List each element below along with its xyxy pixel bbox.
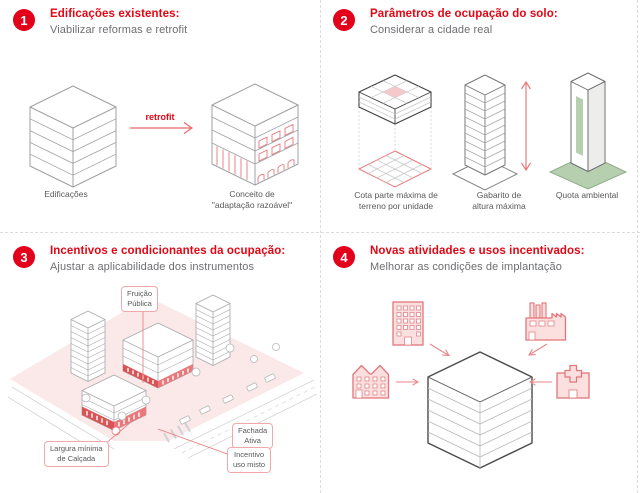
quadrant-2-subtitle: Considerar a cidade real (370, 24, 493, 36)
retrofit-red-details (216, 123, 295, 183)
height-limit-arrow (520, 80, 532, 172)
step-number: 3 (20, 249, 28, 265)
callout-largura-calcada: Largura mínima de Calçada (44, 441, 109, 468)
front-slab-building (81, 374, 147, 431)
caption-gabarito: Gabarito de altura máxima (472, 190, 526, 212)
quadrant-1-title: Edificações existentes: (50, 8, 180, 20)
step-3-badge: 3 (13, 246, 35, 268)
caption-edificacoes: Edificações (44, 189, 88, 199)
callout-incentivo-uso-misto: Incentivo uso misto (227, 447, 272, 474)
step-2-badge: 2 (333, 9, 355, 31)
caption-quota-ambiental: Quota ambiental (555, 190, 619, 200)
step-number: 1 (20, 12, 28, 28)
center-slab-building (122, 322, 194, 389)
retrofit-arrow (130, 122, 194, 134)
green-facade-panel (576, 96, 583, 156)
slab-tower (570, 72, 606, 173)
horizontal-divider (0, 232, 640, 233)
retrofit-arrow-label: retrofit (145, 112, 175, 122)
quadrant-3-subtitle: Ajustar a aplicabilidade dos instrumento… (50, 261, 255, 273)
caption-cota-parte: Cota parte máxima de terreno por unidade (354, 190, 438, 212)
industrial-shed-icon (352, 364, 390, 399)
tall-tower (464, 74, 506, 176)
step-4-badge: 4 (333, 246, 355, 268)
callout-fruicao-publica: Fruição Pública (121, 286, 159, 313)
cota-parte-illustration (357, 74, 433, 188)
tower-left (70, 310, 106, 382)
ground-grid (357, 150, 433, 188)
incentivized-uses-illustration (352, 301, 590, 469)
urban-block-illustration (7, 294, 318, 459)
callout-fachada-ativa: Fachada Ativa (232, 423, 274, 450)
plain-building-drawing (29, 85, 117, 188)
gabarito-altura-illustration (451, 74, 532, 191)
quadrant-2-title: Parâmetros de ocupação do solo: (370, 8, 558, 20)
step-number: 4 (340, 249, 348, 265)
quadrant-4-title: Novas atividades e usos incentivados: (370, 245, 585, 257)
cars (179, 373, 276, 425)
central-building-drawing (427, 351, 533, 469)
highlighted-unit-cell (383, 86, 407, 98)
crosswalk (163, 422, 191, 443)
medical-cross (564, 364, 583, 383)
floating-cube (358, 74, 432, 125)
factory-icon (525, 302, 567, 341)
hospital-icon (556, 364, 590, 399)
tower-right (195, 294, 231, 366)
office-building-icon (392, 301, 424, 346)
step-number: 2 (340, 12, 348, 28)
quota-ambiental-illustration (548, 72, 628, 190)
use-arrows (396, 343, 552, 386)
quadrant-3-title: Incentivos e condicionantes da ocupação: (50, 245, 286, 257)
callout-connectors (103, 309, 251, 456)
right-edge-divider (637, 0, 638, 493)
vertical-divider (320, 0, 321, 493)
step-1-badge: 1 (13, 9, 35, 31)
trees (81, 343, 280, 436)
retrofit-building-drawing (211, 83, 299, 186)
caption-conceito-adaptacao: Conceito de "adaptação razoável" (211, 189, 293, 211)
quadrant-1-subtitle: Viabilizar reformas e retrofit (50, 24, 188, 36)
existing-buildings-illustration (29, 83, 299, 188)
quadrant-4-subtitle: Melhorar as condições de implantação (370, 261, 562, 273)
